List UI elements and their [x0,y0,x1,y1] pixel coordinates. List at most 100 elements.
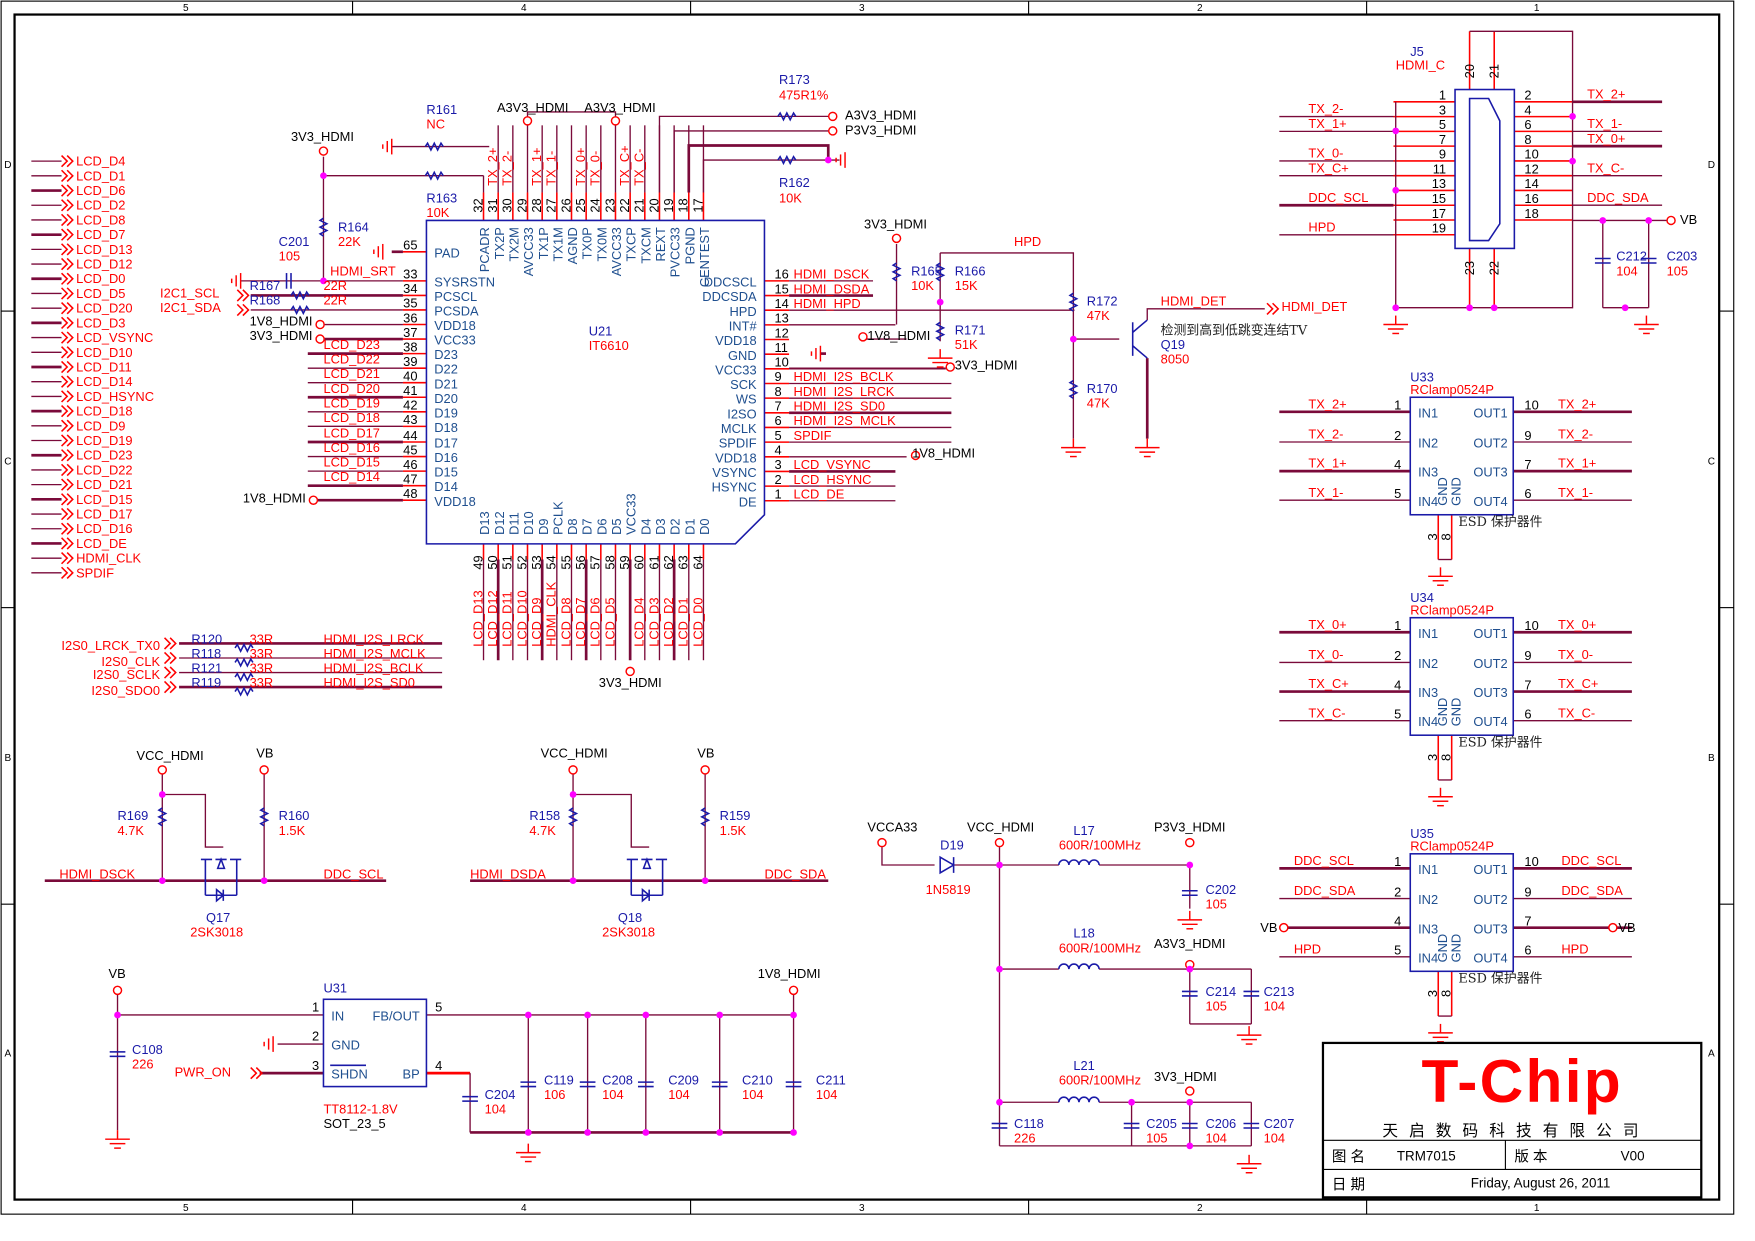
esd-chip-body [1409,396,1515,516]
pin-name: GND [1435,698,1450,727]
pin-name: IN3 [1418,685,1438,700]
net-label: TX_2+ [1587,86,1625,101]
junction-dot [1186,1142,1194,1150]
component-ref: C202 [1205,882,1236,897]
pin-number: 34 [403,281,417,296]
net-label: HDMI_I2S_BCLK [323,661,423,676]
power-port-icon [1279,922,1289,933]
net-label: TX_1+ [1308,116,1346,131]
pin-name: IN1 [1418,626,1438,641]
off-page-connector-icon [61,184,74,197]
net-label: DDC_SDA [1294,883,1356,898]
pin-number: 41 [403,383,417,398]
power-label: A3V3_HDMI [1154,936,1225,951]
power-port-icon [610,116,621,126]
off-page-connector-icon [61,228,74,241]
resistor-icon [259,807,270,827]
net-label: LCD_D19 [323,395,379,410]
net-label: TX_2- [1308,427,1343,442]
wire [162,793,224,848]
power-port-icon [308,495,319,505]
net-label: TX_C- [1587,160,1624,175]
net-label: TX_C- [1558,705,1595,720]
resistor-icon [234,657,254,668]
pin-number: 62 [661,555,676,569]
component-value: 15K [955,278,978,293]
power-port-icon [877,837,887,848]
component-value: 33R [250,646,274,661]
pin-number: 17 [690,198,705,212]
power-label: VCCA33 [867,819,917,834]
net-label: DDC_SCL [323,866,383,881]
pin-number: 6 [1524,706,1531,721]
pin-name: PCSCL [434,289,477,304]
resistor-icon [777,154,797,166]
pin-number: 59 [617,555,632,569]
component-ref: C119 [544,1072,574,1087]
pin-name: D13 [477,511,492,535]
lcd-net-label: LCD_D16 [76,521,132,536]
pin-name: D17 [434,436,458,451]
junction-dot [320,172,327,180]
lcd-net-label: LCD_D9 [76,418,125,433]
net-label: LCD_D17 [323,426,379,441]
zone-column-label: 4 [521,1203,527,1214]
mosfet-icon [626,857,668,897]
zone-row-label: D [1708,160,1715,171]
component-ref: L18 [1073,926,1094,941]
pin-name: OUT3 [1473,685,1507,700]
net-label: LCD_D4 [632,597,647,646]
pin-number: 8 [1524,132,1531,147]
resistor-icon [1068,292,1079,312]
lcd-net-label: LCD_D0 [76,271,125,286]
net-label: LCD_D10 [514,590,529,646]
lcd-net-label: LCD_D12 [76,257,132,272]
off-page-connector-icon [61,551,74,565]
power-label: 1V8_HDMI [250,314,313,329]
pin-name: OUT4 [1473,950,1507,965]
q19-note: 检测到高到低跳变连结TV [1161,323,1308,339]
net-label: TX_C+ [1558,676,1598,691]
net-label: LCD_D12 [485,590,500,646]
pin-number: 46 [403,457,417,472]
pin-number: 9 [1524,648,1531,663]
net-label: SPDIF [794,428,832,443]
pin-number: 6 [775,413,782,428]
off-page-connector-icon [61,493,74,506]
net-label: DDC_SDA [764,866,826,881]
component-value: 104 [485,1101,506,1116]
pin-name: PGND [682,227,697,264]
component-ref: C213 [1264,984,1295,999]
power-port-icon [700,765,710,775]
net-label: LCD_D22 [323,352,379,367]
off-page-connector-icon [61,213,74,227]
zone-row-label: C [4,456,11,467]
pin-number: 63 [676,555,691,569]
junction-dot [790,1129,797,1136]
pin-number: 6 [1524,117,1531,132]
component-value: 2SK3018 [190,925,243,940]
inductor-icon [1058,1096,1100,1103]
power-label: VCC_HDMI [967,819,1034,834]
pin-name: TX1P [536,227,551,259]
off-page-connector-icon [61,287,74,300]
power-label: 3V3_HDMI [599,675,662,690]
inductor-icon [1058,859,1100,866]
pin-number: 33 [403,267,417,282]
pin-number: 2 [312,1029,319,1044]
junction-dot [790,1011,797,1019]
pin-number: 7 [1524,457,1531,472]
junction-dot [701,877,709,885]
net-label: LCD_D13 [470,590,485,646]
pin-number: 10 [1524,398,1538,413]
off-page-connector-icon [61,463,74,477]
component-value: 8050 [1161,352,1190,367]
net-label: TX_C+ [1308,676,1348,691]
power-label: 1V8_HDMI [758,966,821,981]
net-label: LCD_D5 [602,597,617,646]
off-page-connector-icon [61,243,74,256]
component-value: 104 [1264,1131,1285,1146]
pin-name: IN4 [1418,494,1438,509]
net-label: DDC_SCL [1294,853,1354,868]
